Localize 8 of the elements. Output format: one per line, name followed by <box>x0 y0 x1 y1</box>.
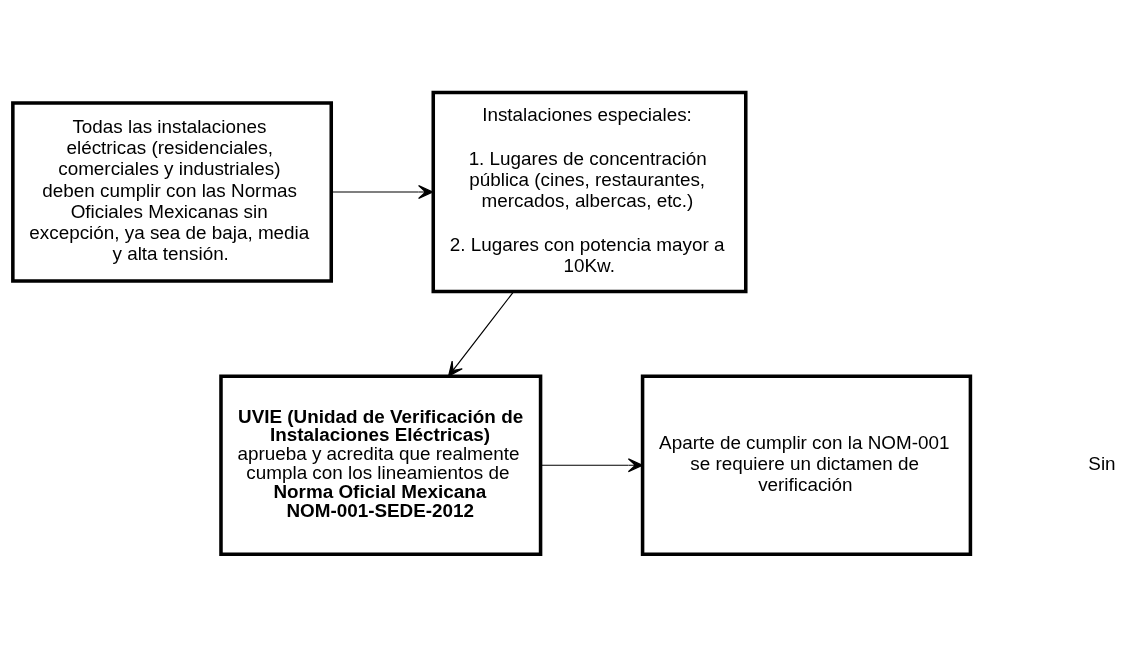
node-box: Aparte de cumplir con la NOM-001 se requiere un dictamen de verificación <box>640 373 973 556</box>
node-box: Instalaciones especiales: 1. Lugares de concentración pública (cines, restaurantes, mercados, albercas, etc.) 2. Lugares con potencia mayor a 10Kw. <box>431 90 748 293</box>
node-box: UVIE (Unidad de Verificación de Instalaciones Eléctricas) aprueba y acredita que realmente cumpla con los lineamientos de Norma Oficial Mexicana NOM-001-SEDE-2012 <box>219 373 543 556</box>
label: Sin <box>1088 452 1116 474</box>
arrow <box>330 184 434 199</box>
arrow <box>540 457 644 472</box>
node-box: Todas las instalaciones eléctricas (residenciales, comerciales y industriales) deben cumplir con las Normas Oficiales Mexicanas sin excepción, ya sea de baja, media y alta tensión. <box>11 100 333 283</box>
arrow <box>447 290 515 377</box>
